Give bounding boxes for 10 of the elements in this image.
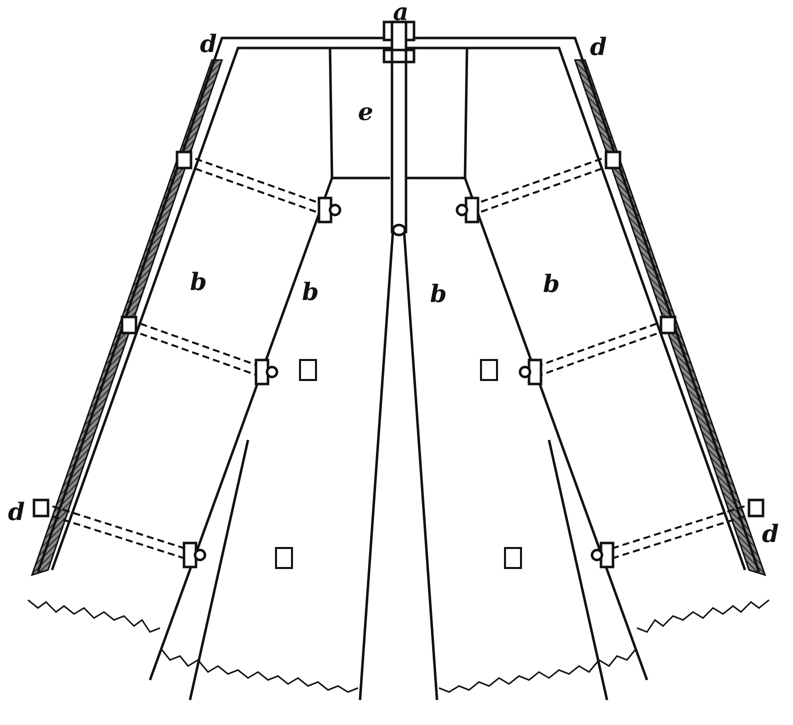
part-letter: d bbox=[762, 522, 779, 546]
part-letter: d bbox=[200, 32, 217, 56]
part-letter: d bbox=[590, 35, 607, 59]
part-letter: b bbox=[190, 270, 207, 294]
part-letter: b bbox=[543, 272, 560, 296]
part-letter: b bbox=[302, 280, 319, 304]
part-letter: e bbox=[358, 100, 374, 124]
part-letter: a bbox=[393, 0, 409, 24]
part-letter: d bbox=[8, 500, 25, 524]
part-letter: b bbox=[430, 282, 447, 306]
